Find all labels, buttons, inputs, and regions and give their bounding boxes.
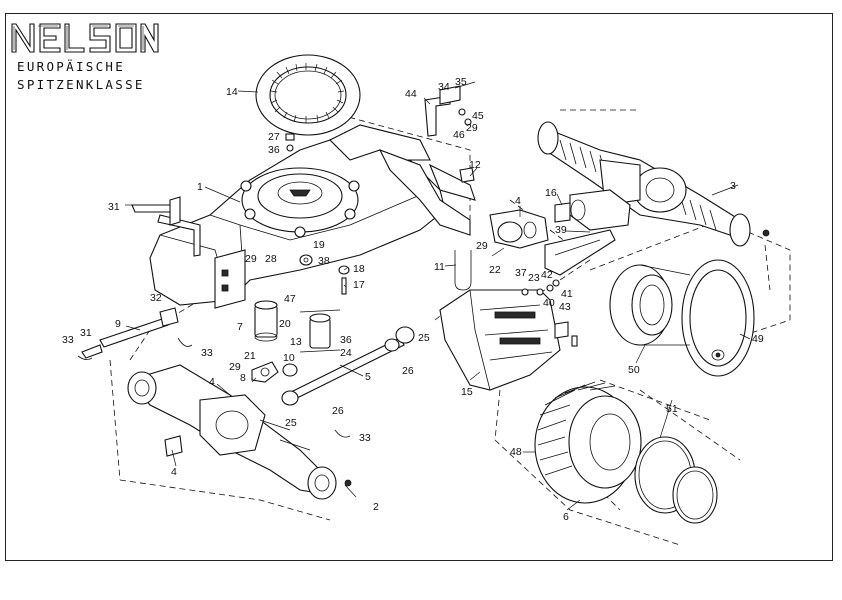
leader-lines [125,90,751,511]
callout-29a: 29 [476,240,488,252]
callout-4-lower: 4 [171,466,177,478]
callout-33c: 33 [359,432,371,444]
callout-34: 34 [438,81,450,93]
callout-35: 35 [455,76,467,88]
callout-10: 10 [283,352,295,364]
callout-31a: 31 [108,201,120,213]
callout-16: 16 [545,187,557,199]
callout-39: 39 [555,224,567,236]
callout-20: 20 [279,318,291,330]
hub-bolt-2 [344,479,352,487]
rim-rings-51 [634,436,718,524]
callout-29d: 29 [466,122,478,134]
callout-3: 3 [730,180,736,192]
u-bolt-11 [454,250,472,291]
callout-31b: 31 [80,327,92,339]
main-frame [131,124,476,309]
brand-subtitle-line2: SPITZENKLASSE [17,77,145,92]
bracket-8 [251,361,279,383]
callout-26a: 26 [402,365,414,377]
callout-14: 14 [226,86,238,98]
callout-6: 6 [563,511,569,523]
callout-36a: 36 [268,144,280,156]
callout-28: 28 [265,253,277,265]
bracket-44 [424,81,476,137]
callout-33a: 33 [62,334,74,346]
nut-12 [459,167,475,183]
rim-50 [609,264,691,346]
hose-33 [77,337,351,438]
diagram-frame [5,13,833,561]
washers-19-38 [299,254,313,266]
drive-shaft [281,326,415,406]
callout-17: 17 [353,279,365,291]
callout-4-pump: 4 [515,195,521,207]
callout-19: 19 [313,239,325,251]
callout-27: 27 [268,131,280,143]
callout-40: 40 [543,297,555,309]
callout-11: 11 [434,261,445,273]
callout-29c: 29 [229,361,241,373]
callout-1: 1 [197,181,203,193]
filter-13 [299,309,341,353]
callout-18: 18 [353,263,365,275]
callout-15: 15 [461,386,473,398]
callout-48: 48 [510,446,522,458]
callout-21: 21 [244,350,256,362]
callout-4-axle: 4 [209,376,215,388]
slewing-ring [255,54,361,136]
callout-47: 47 [284,293,296,305]
callout-13: 13 [290,336,302,348]
callout-32: 32 [150,292,162,304]
steering-shaft [81,307,179,359]
callout-46: 46 [453,129,465,141]
bolt-27-36 [285,133,295,152]
callout-50: 50 [628,364,640,376]
callout-22: 22 [489,264,501,276]
callout-7: 7 [237,321,243,333]
callout-43: 43 [559,301,571,313]
callout-labels: 1 2 3 4 4 4 5 6 7 8 9 10 11 12 13 14 15 … [62,76,764,523]
bolt-17-18 [338,265,350,295]
callout-8: 8 [240,372,246,384]
callout-12: 12 [469,159,481,171]
callout-37: 37 [515,267,527,279]
nelson-logo [11,23,159,53]
callout-23: 23 [528,272,540,284]
callout-44: 44 [405,88,417,100]
small-parts-cluster [521,279,578,347]
callout-2: 2 [373,501,379,513]
callout-29b: 29 [245,253,257,265]
hydraulic-motor [554,189,631,231]
callout-42: 42 [541,269,553,281]
brand-subtitle-line1: EUROPÄISCHE [17,59,126,74]
bracket-10 [282,363,298,377]
callout-25b: 25 [285,417,297,429]
hydraulic-pump-upper [489,209,549,249]
callout-36b: 36 [340,334,352,346]
callout-26b: 26 [332,405,344,417]
callout-45: 45 [472,110,484,122]
callout-38: 38 [318,255,330,267]
front-axle [127,364,337,500]
cover-plate [544,229,616,276]
callout-41: 41 [561,288,573,300]
callout-9: 9 [115,318,121,330]
rear-wheel-49 [681,259,755,377]
callout-24: 24 [340,347,352,359]
step-assembly [439,289,569,391]
callout-33b: 33 [201,347,213,359]
filter-7 [254,300,278,342]
callout-5: 5 [365,371,371,383]
callout-51: 51 [666,403,678,415]
front-tyre-48 [534,381,642,504]
callout-25a: 25 [418,332,430,344]
callout-49: 49 [752,333,764,345]
